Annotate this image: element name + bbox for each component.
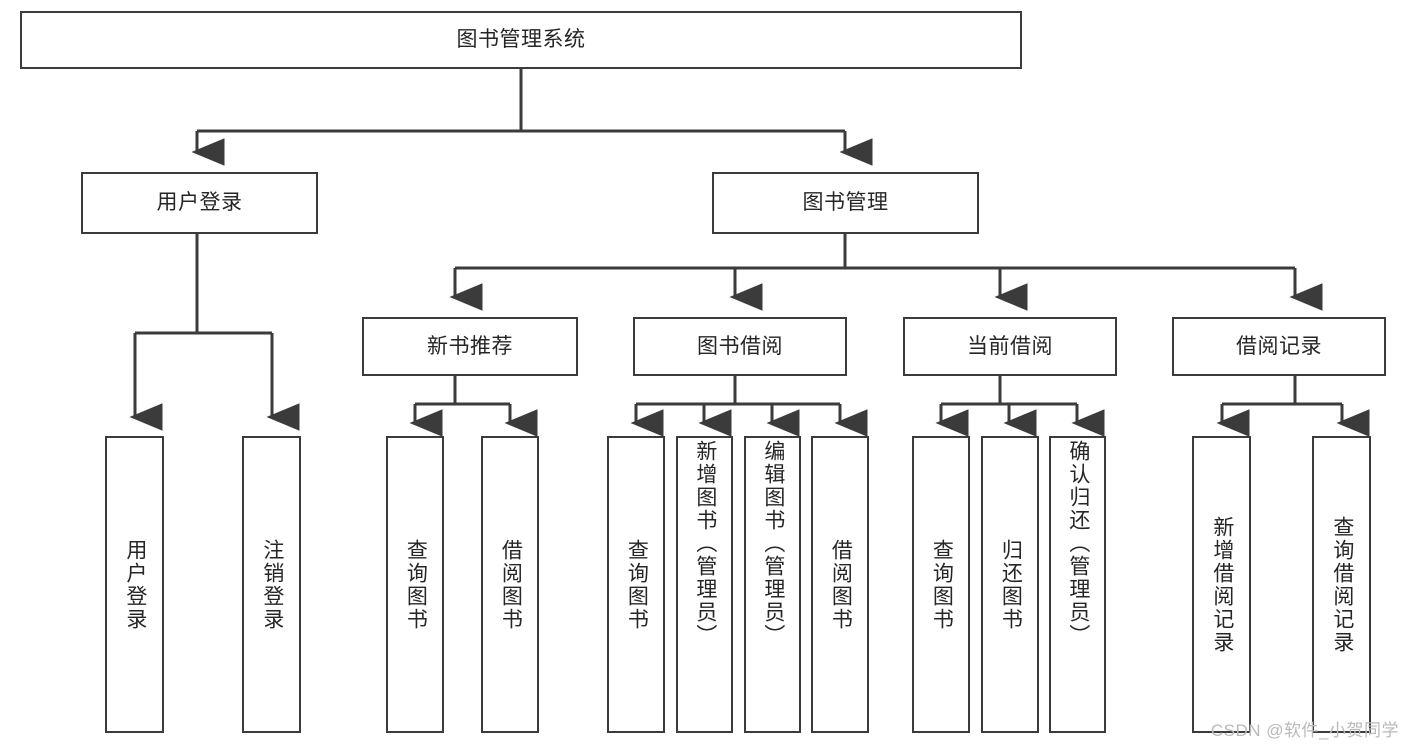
- edge-login-trunk: [135, 234, 272, 335]
- node-newbook[interactable]: 新书推荐: [362, 317, 578, 376]
- node-root-label: 图书管理系统: [456, 28, 586, 52]
- node-leaf-borrow-book-1-label: 借阅图书: [499, 538, 523, 631]
- node-leaf-query-book-3[interactable]: 查询图书: [912, 436, 970, 733]
- node-leaf-query-record-label: 查询借阅记录: [1330, 515, 1354, 654]
- edge-current-trunk: [941, 376, 1077, 406]
- node-records[interactable]: 借阅记录: [1172, 317, 1386, 376]
- node-leaf-user-login[interactable]: 用户登录: [105, 436, 164, 733]
- node-login[interactable]: 用户登录: [81, 172, 318, 234]
- node-leaf-confirm-return-label: 确认归还（管理员）: [1066, 440, 1090, 647]
- node-leaf-query-book-2[interactable]: 查询图书: [607, 436, 665, 733]
- node-leaf-query-book-3-label: 查询图书: [930, 538, 954, 631]
- node-borrow[interactable]: 图书借阅: [633, 317, 847, 376]
- node-leaf-user-login-label: 用户登录: [123, 538, 147, 631]
- node-leaf-borrow-book-2-label: 借阅图书: [829, 538, 853, 631]
- node-login-label: 用户登录: [156, 191, 243, 215]
- node-current[interactable]: 当前借阅: [903, 317, 1117, 376]
- node-leaf-query-book-1-label: 查询图书: [404, 538, 428, 631]
- edge-borrow-trunk: [636, 376, 840, 406]
- node-leaf-query-book-2-label: 查询图书: [625, 538, 649, 631]
- node-newbook-label: 新书推荐: [427, 334, 513, 358]
- node-leaf-logout[interactable]: 注销登录: [242, 436, 301, 733]
- node-leaf-borrow-book-1[interactable]: 借阅图书: [481, 436, 539, 733]
- edge-records-trunk: [1222, 376, 1342, 406]
- node-bookmgmt[interactable]: 图书管理: [712, 172, 979, 234]
- edge-newbook-trunk: [415, 376, 510, 406]
- node-root[interactable]: 图书管理系统: [20, 11, 1022, 69]
- node-leaf-confirm-return[interactable]: 确认归还（管理员）: [1049, 436, 1106, 733]
- node-leaf-add-record-label: 新增借阅记录: [1210, 515, 1234, 654]
- node-leaf-return-book[interactable]: 归还图书: [981, 436, 1039, 733]
- node-leaf-add-record[interactable]: 新增借阅记录: [1192, 436, 1251, 733]
- node-current-label: 当前借阅: [967, 334, 1053, 358]
- node-leaf-query-record[interactable]: 查询借阅记录: [1312, 436, 1371, 733]
- node-leaf-add-book-label: 新增图书（管理员）: [693, 440, 717, 647]
- node-leaf-query-book-1[interactable]: 查询图书: [386, 436, 444, 733]
- csdn-watermark: CSDN @软件_小贺同学: [1210, 721, 1399, 740]
- node-leaf-edit-book-label: 编辑图书（管理员）: [761, 440, 785, 647]
- node-leaf-logout-label: 注销登录: [260, 538, 284, 631]
- edge-root-trunk: [197, 69, 845, 133]
- node-leaf-return-book-label: 归还图书: [999, 538, 1023, 631]
- node-records-label: 借阅记录: [1236, 334, 1322, 358]
- node-borrow-label: 图书借阅: [697, 334, 783, 358]
- node-bookmgmt-label: 图书管理: [802, 191, 889, 215]
- node-leaf-borrow-book-2[interactable]: 借阅图书: [811, 436, 869, 733]
- node-leaf-add-book[interactable]: 新增图书（管理员）: [676, 436, 733, 733]
- node-leaf-edit-book[interactable]: 编辑图书（管理员）: [744, 436, 801, 733]
- edge-bookmgmt-trunk: [455, 234, 1295, 270]
